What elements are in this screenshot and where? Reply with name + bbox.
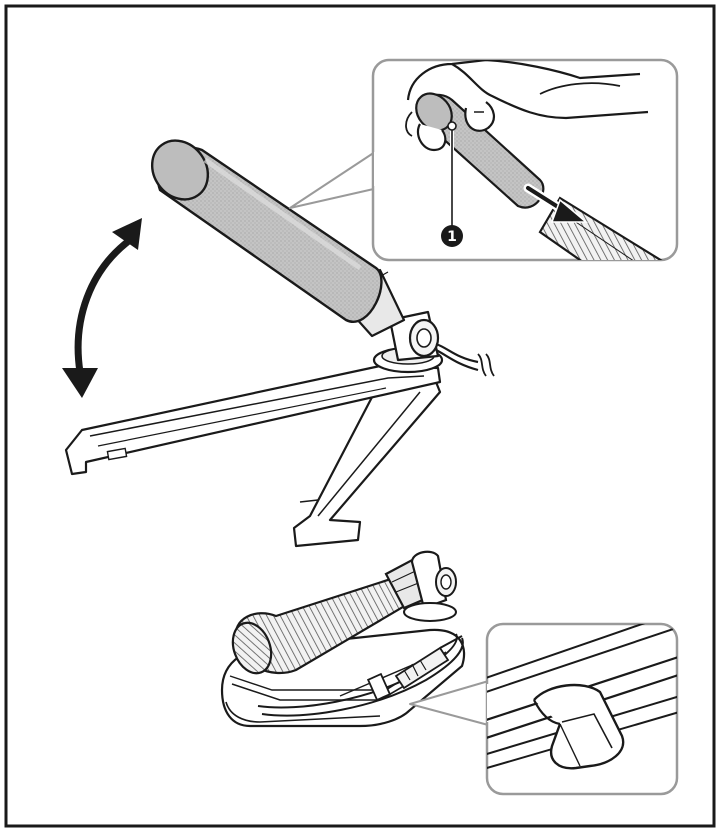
- callout-number-icon: 1: [441, 225, 463, 247]
- tripod-assembly: [64, 310, 495, 548]
- microphone: [150, 139, 406, 338]
- callout-number-label: 1: [447, 229, 457, 245]
- pull-arrow-icon: [523, 183, 589, 223]
- inset-remove-windscreen: 1: [289, 58, 679, 262]
- double-arrow-icon: [62, 218, 142, 398]
- folded-microphone: [220, 550, 466, 728]
- inset-cable-clip: [409, 622, 679, 796]
